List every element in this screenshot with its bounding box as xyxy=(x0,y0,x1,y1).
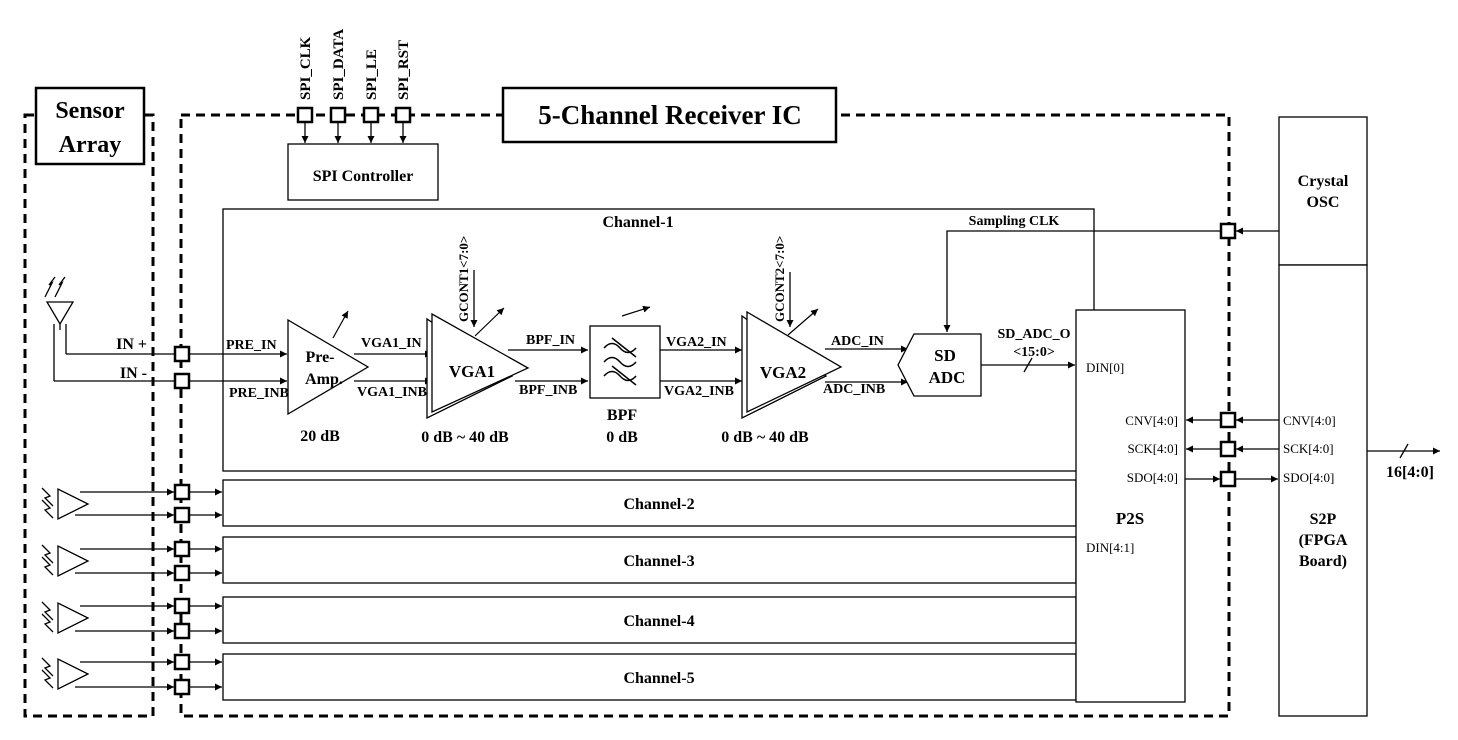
sensor-icons xyxy=(41,487,90,691)
pre-in-label: PRE_IN xyxy=(226,338,277,353)
spi-le-pad xyxy=(362,106,380,124)
vga1-label: VGA1 xyxy=(449,362,495,381)
adc-inb-label: ADC_INB xyxy=(823,382,885,397)
s2p-label-line3: Board) xyxy=(1299,553,1347,570)
spi-controller-label: SPI Controller xyxy=(313,168,414,185)
receiver-ic-title: 5-Channel Receiver IC xyxy=(538,100,801,130)
vga1-inb-label: VGA1_INB xyxy=(357,385,427,400)
spi-clk-label: SPI_CLK xyxy=(298,36,314,100)
bpf-label: BPF xyxy=(607,407,637,424)
s2p-box xyxy=(1278,264,1368,717)
channel-5-title: Channel-5 xyxy=(623,670,694,687)
p2s-sck-label: SCK[4:0] xyxy=(1127,441,1178,456)
bpf-inb-label: BPF_INB xyxy=(519,383,577,398)
channel-2-title: Channel-2 xyxy=(623,496,694,513)
bpf-wave-icon xyxy=(603,337,637,386)
sensor-array-title-line1: Sensor xyxy=(55,98,125,124)
vga2-label: VGA2 xyxy=(760,363,806,382)
sd-adc-label-line2: ADC xyxy=(929,368,966,387)
spi-clk-pad xyxy=(296,106,314,124)
sd-adc-o-label: SD_ADC_O xyxy=(997,327,1070,342)
s2p-sdo-label: SDO[4:0] xyxy=(1283,470,1334,485)
vga2-in-label: VGA2_IN xyxy=(666,335,727,350)
vga1-gain: 0 dB ~ 40 dB xyxy=(421,429,509,446)
vga1-in-label: VGA1_IN xyxy=(361,336,422,351)
preamp-gain: 20 dB xyxy=(300,428,340,445)
p2s-cnv-label: CNV[4:0] xyxy=(1125,413,1178,428)
p2s-din0-label: DIN[0] xyxy=(1086,360,1124,375)
gcont1-label: GCONT1<7:0> xyxy=(456,236,471,322)
spi-controller-box xyxy=(287,143,439,201)
sck-pad xyxy=(1219,440,1237,458)
spi-rst-label: SPI_RST xyxy=(396,40,412,100)
s2p-cnv-label: CNV[4:0] xyxy=(1283,413,1336,428)
p2s-label: P2S xyxy=(1116,509,1144,528)
channels-2-5 xyxy=(222,479,1077,701)
sd-adc-label-line1: SD xyxy=(934,346,956,365)
p2s-din41-label: DIN[4:1] xyxy=(1086,540,1134,555)
vga2-gain: 0 dB ~ 40 dB xyxy=(721,429,809,446)
vga2-inb-label: VGA2_INB xyxy=(664,384,734,399)
antenna-icon xyxy=(44,276,175,382)
sensor-array-boundary xyxy=(23,113,155,718)
channel-3-title: Channel-3 xyxy=(623,553,694,570)
preamp-triangle xyxy=(287,318,370,416)
sd-adc-o-bits-label: <15:0> xyxy=(1013,345,1055,360)
s2p-sck-label: SCK[4:0] xyxy=(1283,441,1334,456)
adc-in-label: ADC_IN xyxy=(831,334,884,349)
p2s-sdo-label: SDO[4:0] xyxy=(1127,470,1178,485)
crystal-label-line2: OSC xyxy=(1307,194,1340,211)
gcont2-label: GCONT2<7:0> xyxy=(772,236,787,322)
sampling-clk-pad xyxy=(1219,222,1237,240)
sensor-array-title-line2: Array xyxy=(59,132,122,158)
sdo-pad xyxy=(1219,470,1237,488)
sd-adc-block xyxy=(897,333,982,397)
preamp-label-line1: Pre- xyxy=(305,349,334,366)
pre-inb-label: PRE_INB xyxy=(229,386,289,401)
channel-4-title: Channel-4 xyxy=(623,613,694,630)
vga2-block xyxy=(741,310,843,420)
cnv-pad xyxy=(1219,411,1237,429)
in-plus-label: IN + xyxy=(116,336,147,353)
in-minus-pad xyxy=(173,372,191,390)
receiver-ic-boundary xyxy=(179,113,1231,718)
p2s-s2p-pads xyxy=(1219,411,1237,488)
spi-le-label: SPI_LE xyxy=(364,49,380,100)
receiver-ic-title-box xyxy=(501,86,838,144)
spi-rst-pad xyxy=(394,106,412,124)
crystal-label-line1: Crystal xyxy=(1298,173,1349,190)
s2p-output-label: 16[4:0] xyxy=(1386,464,1434,481)
vga1-block xyxy=(426,312,530,420)
channel-1-title: Channel-1 xyxy=(602,214,673,231)
sampling-clk-label: Sampling CLK xyxy=(969,214,1060,229)
in-plus-pad xyxy=(173,345,191,363)
bpf-box xyxy=(589,325,661,399)
preamp-label-line2: Amp. xyxy=(305,371,343,388)
spi-data-pad xyxy=(329,106,347,124)
bpf-in-label: BPF_IN xyxy=(526,333,575,348)
s2p-label-line2: (FPGA xyxy=(1299,532,1348,549)
sensor-array-title-box xyxy=(34,86,146,166)
p2s-box xyxy=(1075,309,1186,703)
bpf-gain: 0 dB xyxy=(606,429,638,446)
crystal-osc-box xyxy=(1278,116,1368,266)
s2p-label-line1: S2P xyxy=(1310,511,1337,528)
spi-data-label: SPI_DATA xyxy=(331,29,347,100)
in-minus-label: IN - xyxy=(120,365,147,382)
